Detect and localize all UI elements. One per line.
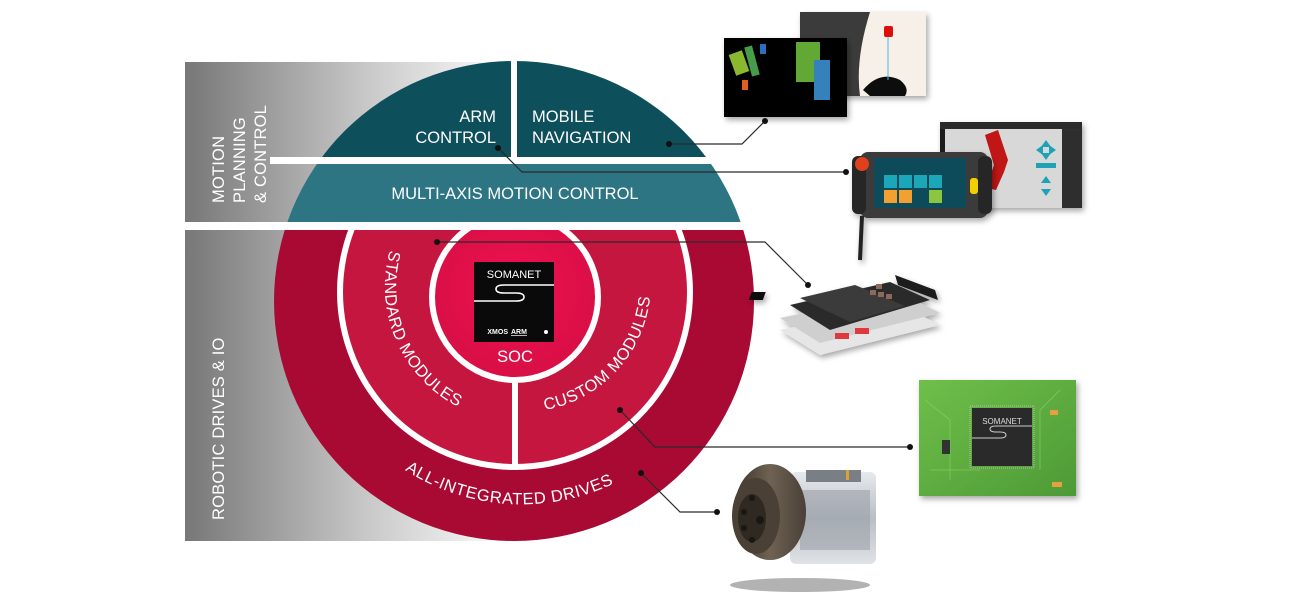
chip-logo-xmos: XMOS	[487, 329, 508, 336]
product-servo-drive-stack	[748, 275, 940, 355]
connectors	[434, 118, 913, 515]
somanet-chip: SOMANET XMOS ARM	[474, 262, 554, 342]
emergency-stop-icon	[855, 157, 869, 171]
side-label-motion-line1: MOTION	[210, 136, 228, 203]
label-arm-control-line2: CONTROL	[415, 129, 496, 147]
side-label-robotic-drives: ROBOTIC DRIVES & IO	[210, 337, 228, 520]
label-mobile-navigation-line1: MOBILE	[532, 108, 594, 126]
product-integrated-drive	[730, 464, 876, 592]
chip-logo-arm: ARM	[511, 329, 527, 336]
segment-multi-axis	[274, 164, 754, 222]
divider-arm-mobile	[511, 55, 517, 159]
divider-standard-custom	[512, 370, 518, 470]
divider-top-gap	[270, 157, 770, 164]
connector-arm-control	[497, 147, 846, 173]
chip-brand: SOMANET	[487, 269, 542, 281]
connector-all-integrated	[640, 472, 717, 513]
label-arm-control-line1: ARM	[459, 108, 496, 126]
label-soc: SOC	[497, 348, 533, 366]
pcb-s-logo-icon	[972, 425, 1032, 439]
modules-ring	[337, 230, 693, 470]
direction-arrows-icon	[1036, 140, 1056, 196]
chip-dot-icon	[544, 330, 548, 334]
pendant-tiles	[884, 175, 942, 203]
pcb-chip	[972, 408, 1032, 466]
connector-mobile-navigation	[669, 120, 766, 145]
product-somanet-pcb: SOMANET	[919, 380, 1076, 496]
side-label-motion-line3: & CONTROL	[252, 105, 270, 203]
label-multi-axis: MULTI-AXIS MOTION CONTROL	[391, 185, 638, 203]
connector-standard-modules	[437, 241, 809, 286]
product-teach-pendant	[852, 152, 992, 261]
pcb-chip-brand: SOMANET	[982, 417, 1022, 426]
product-lidar-point-cloud	[724, 38, 847, 117]
somanet-s-logo-icon	[474, 284, 554, 302]
side-label-motion-line2: PLANNING	[231, 117, 249, 203]
connector-custom-modules	[619, 409, 910, 448]
divider-mid-gap	[270, 222, 770, 230]
label-mobile-navigation-line2: NAVIGATION	[532, 129, 631, 147]
